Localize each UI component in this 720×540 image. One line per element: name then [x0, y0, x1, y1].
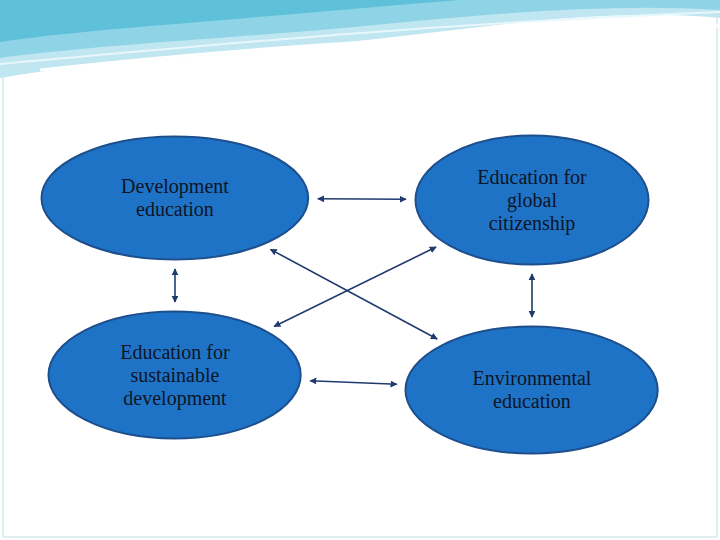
- ellipse-node: Development education: [40, 135, 310, 261]
- ellipse-outline: [42, 137, 309, 260]
- double-arrow: [270, 249, 437, 339]
- ellipse-outline: [49, 312, 301, 439]
- ellipse-node: Education for global citizenship: [414, 134, 650, 266]
- node-label: Education for sustainable development: [95, 341, 255, 410]
- double-arrow: [310, 381, 397, 385]
- node-text-group: Education for sustainable development: [95, 341, 255, 410]
- double-arrow: [274, 247, 436, 326]
- ellipse-outline: [416, 136, 649, 265]
- header-swoosh: [0, 0, 460, 42]
- header-swoosh-line: [40, 26, 720, 70]
- ellipse-node: Environmental education: [404, 325, 659, 455]
- slide-frame: [3, 3, 717, 537]
- node-text-group: Environmental education: [452, 367, 612, 413]
- node-text-group: Education for global citizenship: [466, 166, 598, 235]
- header-swoosh-line: [0, 12, 720, 64]
- double-arrow: [174, 269, 176, 302]
- node-label: Development education: [90, 175, 260, 221]
- ellipse-node: Education for sustainable development: [47, 310, 302, 440]
- node-label: Education for global citizenship: [466, 166, 598, 235]
- node-label: Environmental education: [452, 367, 612, 413]
- double-arrow: [531, 274, 533, 317]
- header-swoosh: [0, 0, 720, 78]
- node-text-group: Development education: [90, 175, 260, 221]
- ellipse-outline: [406, 327, 658, 454]
- double-arrow: [318, 198, 406, 200]
